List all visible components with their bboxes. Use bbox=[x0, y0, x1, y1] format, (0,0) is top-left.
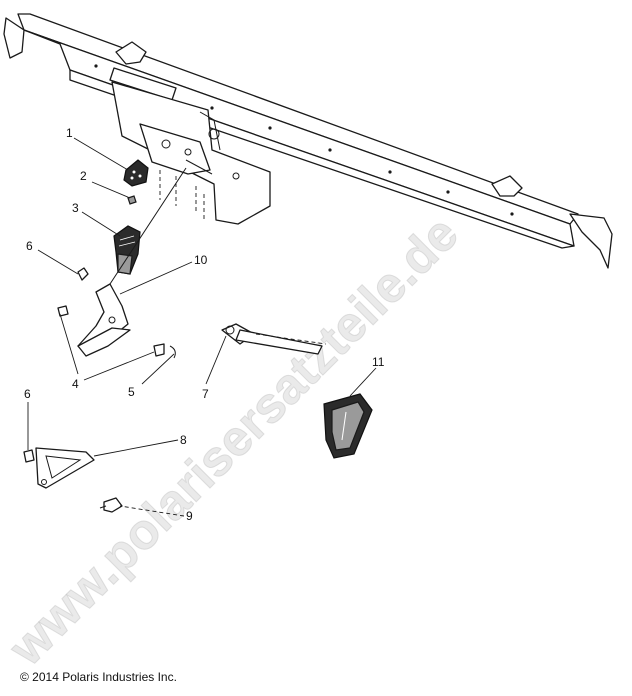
bracket-edge bbox=[199, 111, 221, 151]
part-7-pedal-rod bbox=[221, 323, 327, 355]
bracket8-hole bbox=[41, 479, 47, 485]
callout-6-lower: 6 bbox=[24, 387, 31, 401]
accelerator-slot bbox=[341, 411, 347, 441]
leader-8 bbox=[93, 439, 179, 457]
frame-hole bbox=[94, 64, 98, 68]
frame-hole bbox=[328, 148, 332, 152]
switch-pin bbox=[99, 505, 107, 509]
leader-4b bbox=[83, 351, 155, 381]
part-4-bushings bbox=[57, 305, 165, 357]
pivot-cover bbox=[123, 159, 149, 187]
callout-2: 2 bbox=[80, 169, 87, 183]
frame-hole bbox=[268, 126, 272, 130]
leader-2 bbox=[91, 181, 131, 199]
frame-clamp-left bbox=[115, 41, 147, 65]
frame-clamp-right bbox=[491, 175, 523, 197]
leader-11 bbox=[349, 367, 377, 397]
callout-7: 7 bbox=[202, 387, 209, 401]
callout-4: 4 bbox=[72, 377, 79, 391]
leader-10 bbox=[119, 261, 193, 295]
callout-8: 8 bbox=[180, 433, 187, 447]
callout-10: 10 bbox=[194, 253, 208, 267]
leader-7 bbox=[205, 335, 227, 385]
part-6-nut-lower bbox=[23, 449, 35, 463]
leader-9 bbox=[119, 505, 185, 517]
bracket-hole bbox=[161, 139, 171, 149]
rod-eye bbox=[225, 325, 235, 335]
bracket-hole bbox=[184, 148, 192, 156]
nut-lower bbox=[23, 449, 35, 463]
bracket8-plate bbox=[35, 447, 95, 489]
frame-hole bbox=[446, 190, 450, 194]
pedal-arm-hole bbox=[108, 316, 116, 324]
part-6-nut-upper bbox=[77, 267, 89, 281]
part-9-switch bbox=[99, 497, 123, 513]
watermark-text: www.polarisersatzteile.de bbox=[0, 205, 469, 676]
pad-texture bbox=[119, 235, 135, 241]
callout-11: 11 bbox=[372, 355, 385, 369]
frame-left-end bbox=[3, 17, 25, 59]
callout-5: 5 bbox=[128, 385, 135, 399]
part-5-clip bbox=[169, 345, 176, 359]
rod-shaft bbox=[235, 329, 323, 355]
callout-3: 3 bbox=[72, 201, 79, 215]
leader-3 bbox=[81, 211, 121, 237]
pedal-bracket bbox=[111, 81, 271, 225]
part-8-bracket bbox=[35, 447, 95, 489]
part-10-pedal-arm bbox=[77, 167, 187, 357]
bracket-plate bbox=[139, 123, 211, 175]
leader-6a bbox=[37, 249, 79, 275]
callout-6-upper: 6 bbox=[26, 239, 33, 253]
pedal-arm-foot bbox=[77, 327, 131, 357]
frame-hole bbox=[388, 170, 392, 174]
switch-body bbox=[103, 497, 123, 513]
callout-labels: 1 2 3 6 10 4 5 7 11 6 8 9 bbox=[24, 126, 385, 523]
frame-front-face bbox=[23, 29, 575, 247]
frame-top-flange bbox=[17, 13, 579, 225]
bracket-hole bbox=[208, 128, 220, 140]
copyright-text: © 2014 Polaris Industries Inc. bbox=[20, 670, 177, 684]
bracket8-cutout bbox=[45, 455, 82, 479]
rod-centerline bbox=[255, 333, 327, 345]
bushing-right bbox=[153, 343, 165, 357]
callout-9: 9 bbox=[186, 509, 193, 523]
callout-1: 1 bbox=[66, 126, 73, 140]
frame-right-end bbox=[569, 213, 613, 269]
pedal-arm-rod bbox=[109, 167, 187, 285]
clip bbox=[169, 345, 176, 359]
leader-1 bbox=[73, 137, 129, 171]
watermark: www.polarisersatzteile.de bbox=[0, 205, 469, 677]
pad-texture bbox=[118, 241, 136, 247]
pivot-rod bbox=[185, 159, 213, 175]
bracket-hole bbox=[232, 172, 240, 180]
pivot-cover-detail bbox=[138, 174, 142, 178]
leader-5 bbox=[141, 353, 175, 385]
pivot-cover-detail bbox=[132, 170, 136, 174]
bushing-left bbox=[57, 305, 69, 317]
leader-4a bbox=[59, 313, 79, 375]
part-3-pedal-pad bbox=[113, 225, 141, 275]
accelerator-face bbox=[331, 401, 365, 451]
leader-lines bbox=[27, 137, 377, 517]
frame-crossmember bbox=[3, 13, 613, 269]
pedal-pad-lower bbox=[117, 253, 133, 275]
frame-hole bbox=[510, 212, 514, 216]
frame-hole bbox=[210, 106, 214, 110]
pivot-cover-detail bbox=[130, 176, 134, 180]
part-1-pivot-cover bbox=[123, 159, 149, 187]
nut-upper bbox=[77, 267, 89, 281]
part-11-accelerator-pedal bbox=[323, 393, 373, 459]
